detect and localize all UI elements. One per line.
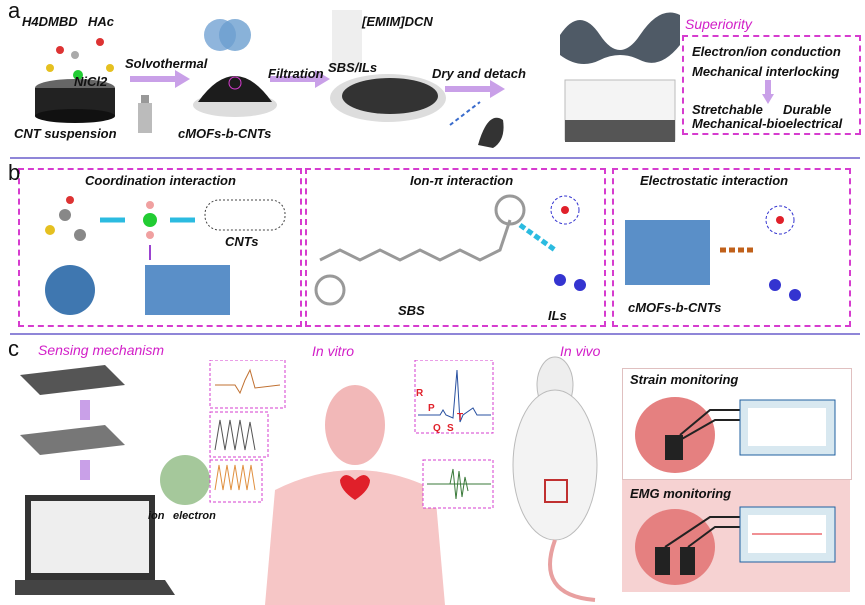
autoclave-icon xyxy=(138,95,152,133)
electrostatic-box xyxy=(612,168,851,327)
ion-pi-box xyxy=(305,168,606,327)
panel-b-letter: b xyxy=(8,160,21,185)
sup-item-3: Stretchable xyxy=(692,102,763,117)
detached-film-illustration xyxy=(449,101,504,148)
cmofs-b-label: cMOFs-b-CNTs xyxy=(628,300,722,315)
electrostatic-illustration xyxy=(625,205,801,301)
in-vivo-title: In vivo xyxy=(560,343,601,359)
divider-ab xyxy=(10,157,860,159)
sup-item-4: Durable xyxy=(783,102,832,117)
reactor-illustration xyxy=(35,38,115,123)
coordination-title: Coordination interaction xyxy=(85,173,236,188)
cmofs-powder-illustration xyxy=(193,19,277,117)
ecg-p: P xyxy=(428,403,435,414)
sup-item-2: Mechanical interlocking xyxy=(692,64,840,79)
arrow-dry xyxy=(445,80,505,98)
emg-illustration xyxy=(635,506,836,585)
ecg-r: R xyxy=(416,388,424,399)
cnts-label: CNTs xyxy=(225,234,259,249)
in-vitro-title: In vitro xyxy=(312,343,355,359)
panel-c-letter: c xyxy=(8,336,19,361)
strain-title: Strain monitoring xyxy=(630,372,739,387)
ion-pi-title: Ion-π interaction xyxy=(410,173,514,188)
panel-a-letter: a xyxy=(8,0,21,23)
electrostatic-title: Electrostatic interaction xyxy=(640,173,789,188)
ecg-t: T xyxy=(457,412,464,423)
cmofs-label: cMOFs-b-CNTs xyxy=(178,126,272,141)
stretchable-film-illustration xyxy=(560,12,680,142)
sup-item-5: Mechanical-bioelectrical xyxy=(692,116,843,131)
dry-detach-label: Dry and detach xyxy=(432,66,526,81)
nicl2-label: NiCl2 xyxy=(74,74,108,89)
coordination-illustration xyxy=(45,196,286,315)
sbs-molecule-illustration xyxy=(314,194,586,306)
filtration-label: Filtration xyxy=(268,66,324,81)
human-body-illustration xyxy=(209,360,494,605)
membrane-illustration xyxy=(330,10,446,122)
arrow-filtration xyxy=(270,70,330,88)
sbs-label: SBS xyxy=(398,303,425,318)
down-arrow xyxy=(762,80,774,104)
emg-title: EMG monitoring xyxy=(630,486,732,501)
sbs-ils-label: SBS/ILs xyxy=(328,60,378,75)
h4dmbd-label: H4DMBD xyxy=(22,14,78,29)
cnt-suspension-label: CNT suspension xyxy=(14,126,117,141)
electron-label: electron xyxy=(173,510,216,522)
superiority-box xyxy=(682,35,861,135)
strain-illustration xyxy=(635,397,836,473)
hac-label: HAc xyxy=(88,14,115,29)
ecg-s: S xyxy=(447,423,454,434)
coordination-box xyxy=(18,168,302,327)
sensing-title: Sensing mechanism xyxy=(38,342,165,358)
divider-bc xyxy=(10,333,860,335)
solvothermal-label: Solvothermal xyxy=(125,56,208,71)
ecg-q: Q xyxy=(433,423,441,434)
arrow-solvothermal xyxy=(130,70,190,88)
emim-label: [EMIM]DCN xyxy=(362,14,433,29)
sup-item-1: Electron/ion conduction xyxy=(692,44,841,59)
sensing-mechanism-illustration xyxy=(15,365,210,595)
superiority-title: Superiority xyxy=(685,16,752,32)
rat-illustration xyxy=(512,356,598,602)
ion-label: ion xyxy=(148,510,165,522)
ils-label: ILs xyxy=(548,308,567,323)
